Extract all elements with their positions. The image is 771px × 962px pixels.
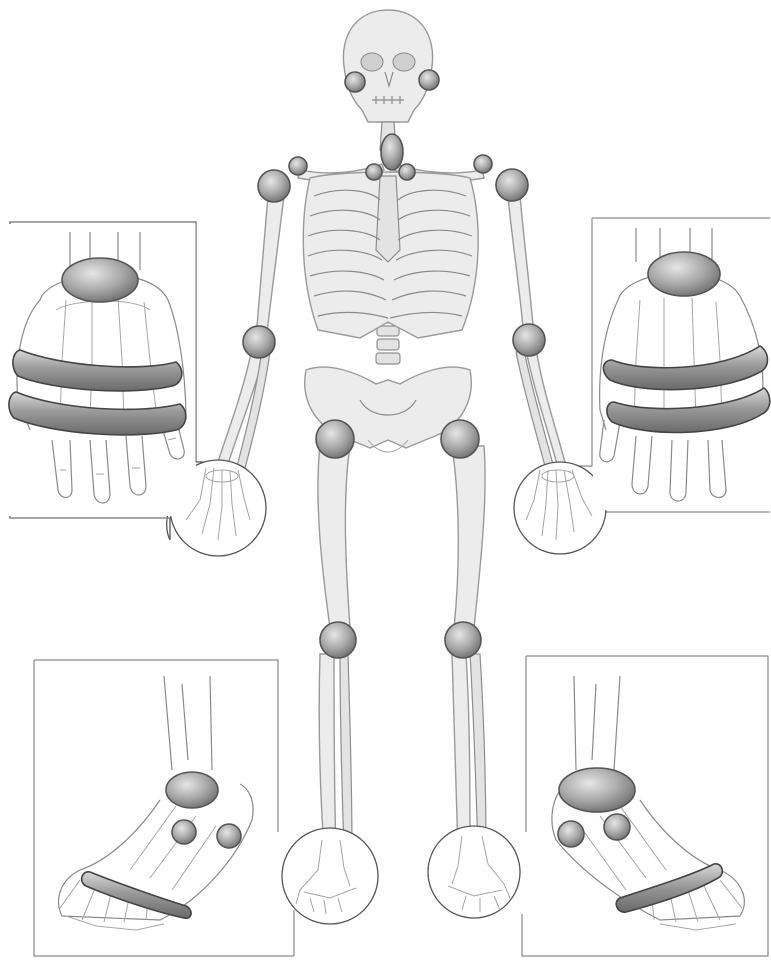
- wrist-joint-left: [62, 258, 138, 302]
- left-hand-inset: [8, 222, 266, 556]
- knee-joint-right: [445, 622, 481, 658]
- midfoot-joint-left-a: [172, 820, 196, 844]
- midfoot-joint-right-a: [558, 821, 584, 847]
- hip-joint-right: [441, 420, 479, 458]
- neck-joint: [381, 134, 403, 170]
- shoulder-joint-left: [258, 170, 290, 202]
- sternoclavicular-joint-left: [366, 164, 382, 180]
- jaw-joint-right: [419, 70, 439, 90]
- elbow-joint-right: [513, 324, 545, 356]
- acromioclavicular-joint-left: [289, 157, 307, 175]
- rib-cage-icon: [303, 172, 478, 338]
- shoulder-joint-right: [496, 169, 528, 201]
- ankle-joint-right: [559, 768, 635, 812]
- skull-icon: [343, 10, 432, 122]
- hip-joint-left: [316, 420, 354, 458]
- midfoot-joint-right-b: [604, 814, 630, 840]
- knee-joint-left: [320, 622, 356, 658]
- ankle-joint-left: [166, 772, 218, 808]
- right-hand-inset: [514, 218, 770, 554]
- jaw-joint-left: [345, 72, 365, 92]
- elbow-joint-left: [243, 326, 275, 358]
- sternoclavicular-joint-right: [399, 164, 415, 180]
- midfoot-joint-left-b: [217, 824, 241, 848]
- acromioclavicular-joint-right: [474, 155, 492, 173]
- wrist-joint-right: [648, 252, 720, 296]
